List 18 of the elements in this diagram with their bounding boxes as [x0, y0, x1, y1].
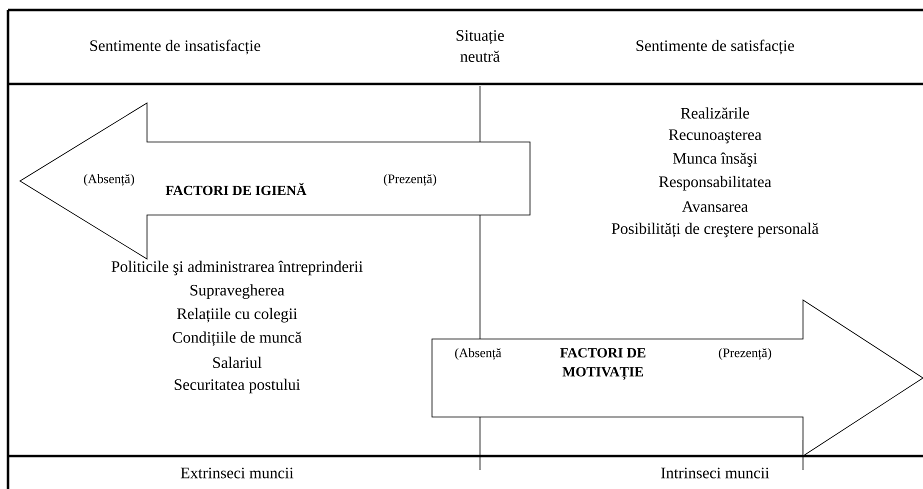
factor-item: Avansarea	[682, 201, 748, 212]
footer-label: Extrinseci muncii	[180, 468, 294, 478]
factor-item: Salariul	[213, 356, 262, 368]
column-header: Sentimente de insatisfacție	[90, 40, 260, 54]
factor-item: Recunoaşterea	[668, 129, 762, 144]
factor-item: Posibilități de creştere personală	[612, 222, 819, 238]
column-header: Situație neutră	[456, 30, 504, 62]
factor-item: Condițiile de muncă	[172, 332, 302, 346]
factor-item: Responsabilitatea	[659, 176, 772, 190]
column-header: Sentimente de satisfacție	[636, 40, 794, 54]
node-label: FACTORI DE MOTIVAȚIE	[560, 348, 646, 380]
node-label: (Absență	[455, 348, 502, 360]
factor-item: Securitatea postului	[174, 378, 300, 394]
node-label: (Prezență)	[718, 348, 772, 360]
factor-item: Munca însăşi	[673, 152, 758, 168]
factor-item: Relațiile cu colegii	[177, 308, 298, 322]
factor-item: Realizările	[680, 107, 750, 119]
factor-item: Supravegherea	[190, 284, 284, 299]
